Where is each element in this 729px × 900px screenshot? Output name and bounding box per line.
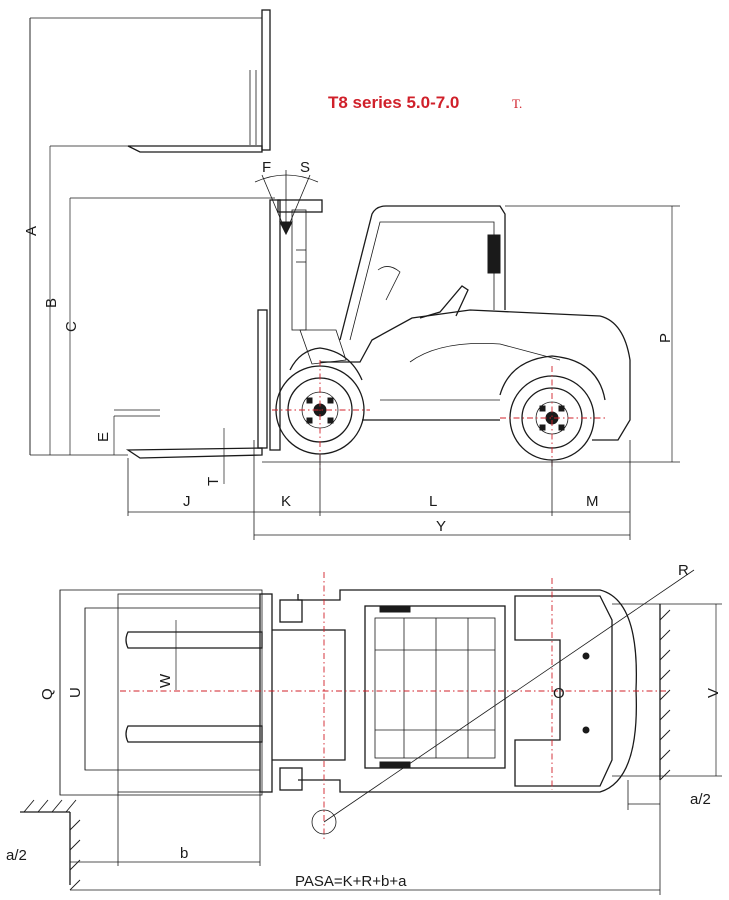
label-C: C xyxy=(63,321,80,332)
label-T: T xyxy=(205,477,222,486)
label-M: M xyxy=(586,493,599,510)
label-W: W xyxy=(157,673,174,688)
top-horizontal-dimensions: a/2 a/2 b PASA=K+R+b+a xyxy=(6,780,711,895)
label-S: S xyxy=(300,159,310,176)
top-vertical-dimensions: Q U W V xyxy=(39,590,722,795)
side-centerlines xyxy=(272,360,605,470)
label-J: J xyxy=(183,493,191,510)
label-B: B xyxy=(43,298,60,308)
horizontal-dimensions: J K L M Y xyxy=(127,440,631,540)
forks xyxy=(125,631,263,743)
top-view: R O xyxy=(6,562,722,895)
turning-radius: R O xyxy=(323,562,695,823)
label-F: F xyxy=(262,159,271,176)
truck-body-top xyxy=(272,589,638,793)
label-R: R xyxy=(678,562,689,579)
lowered-mast xyxy=(114,199,323,459)
side-view: F S xyxy=(23,9,680,540)
label-Y: Y xyxy=(436,518,446,535)
label-Q: Q xyxy=(39,688,56,700)
label-A: A xyxy=(23,226,40,236)
label-P: P xyxy=(657,333,674,343)
truck-body xyxy=(289,205,631,441)
label-V: V xyxy=(705,688,722,698)
label-L: L xyxy=(429,493,437,510)
label-O: O xyxy=(553,685,565,702)
left-wall xyxy=(20,799,81,891)
label-E: E xyxy=(95,432,112,442)
label-pasa: PASA=K+R+b+a xyxy=(295,873,407,890)
title-main: T8 series 5.0-7.0 xyxy=(328,93,459,112)
label-b: b xyxy=(180,845,188,862)
overhead-guard-height-dimension: P xyxy=(505,205,680,462)
top-centerlines xyxy=(120,572,666,840)
load-outline xyxy=(59,589,273,796)
tilt-angle-indicator: F S xyxy=(254,159,319,236)
raised-mast-outline xyxy=(29,9,271,455)
label-U: U xyxy=(67,687,84,698)
right-wall xyxy=(659,604,671,781)
label-a2-right: a/2 xyxy=(690,791,711,808)
label-K: K xyxy=(281,493,291,510)
vertical-dimensions: A B C E T xyxy=(23,18,275,486)
label-a2-left: a/2 xyxy=(6,847,27,864)
title-unit: T. xyxy=(512,96,522,111)
title-block: T8 series 5.0-7.0 T. xyxy=(328,93,522,112)
